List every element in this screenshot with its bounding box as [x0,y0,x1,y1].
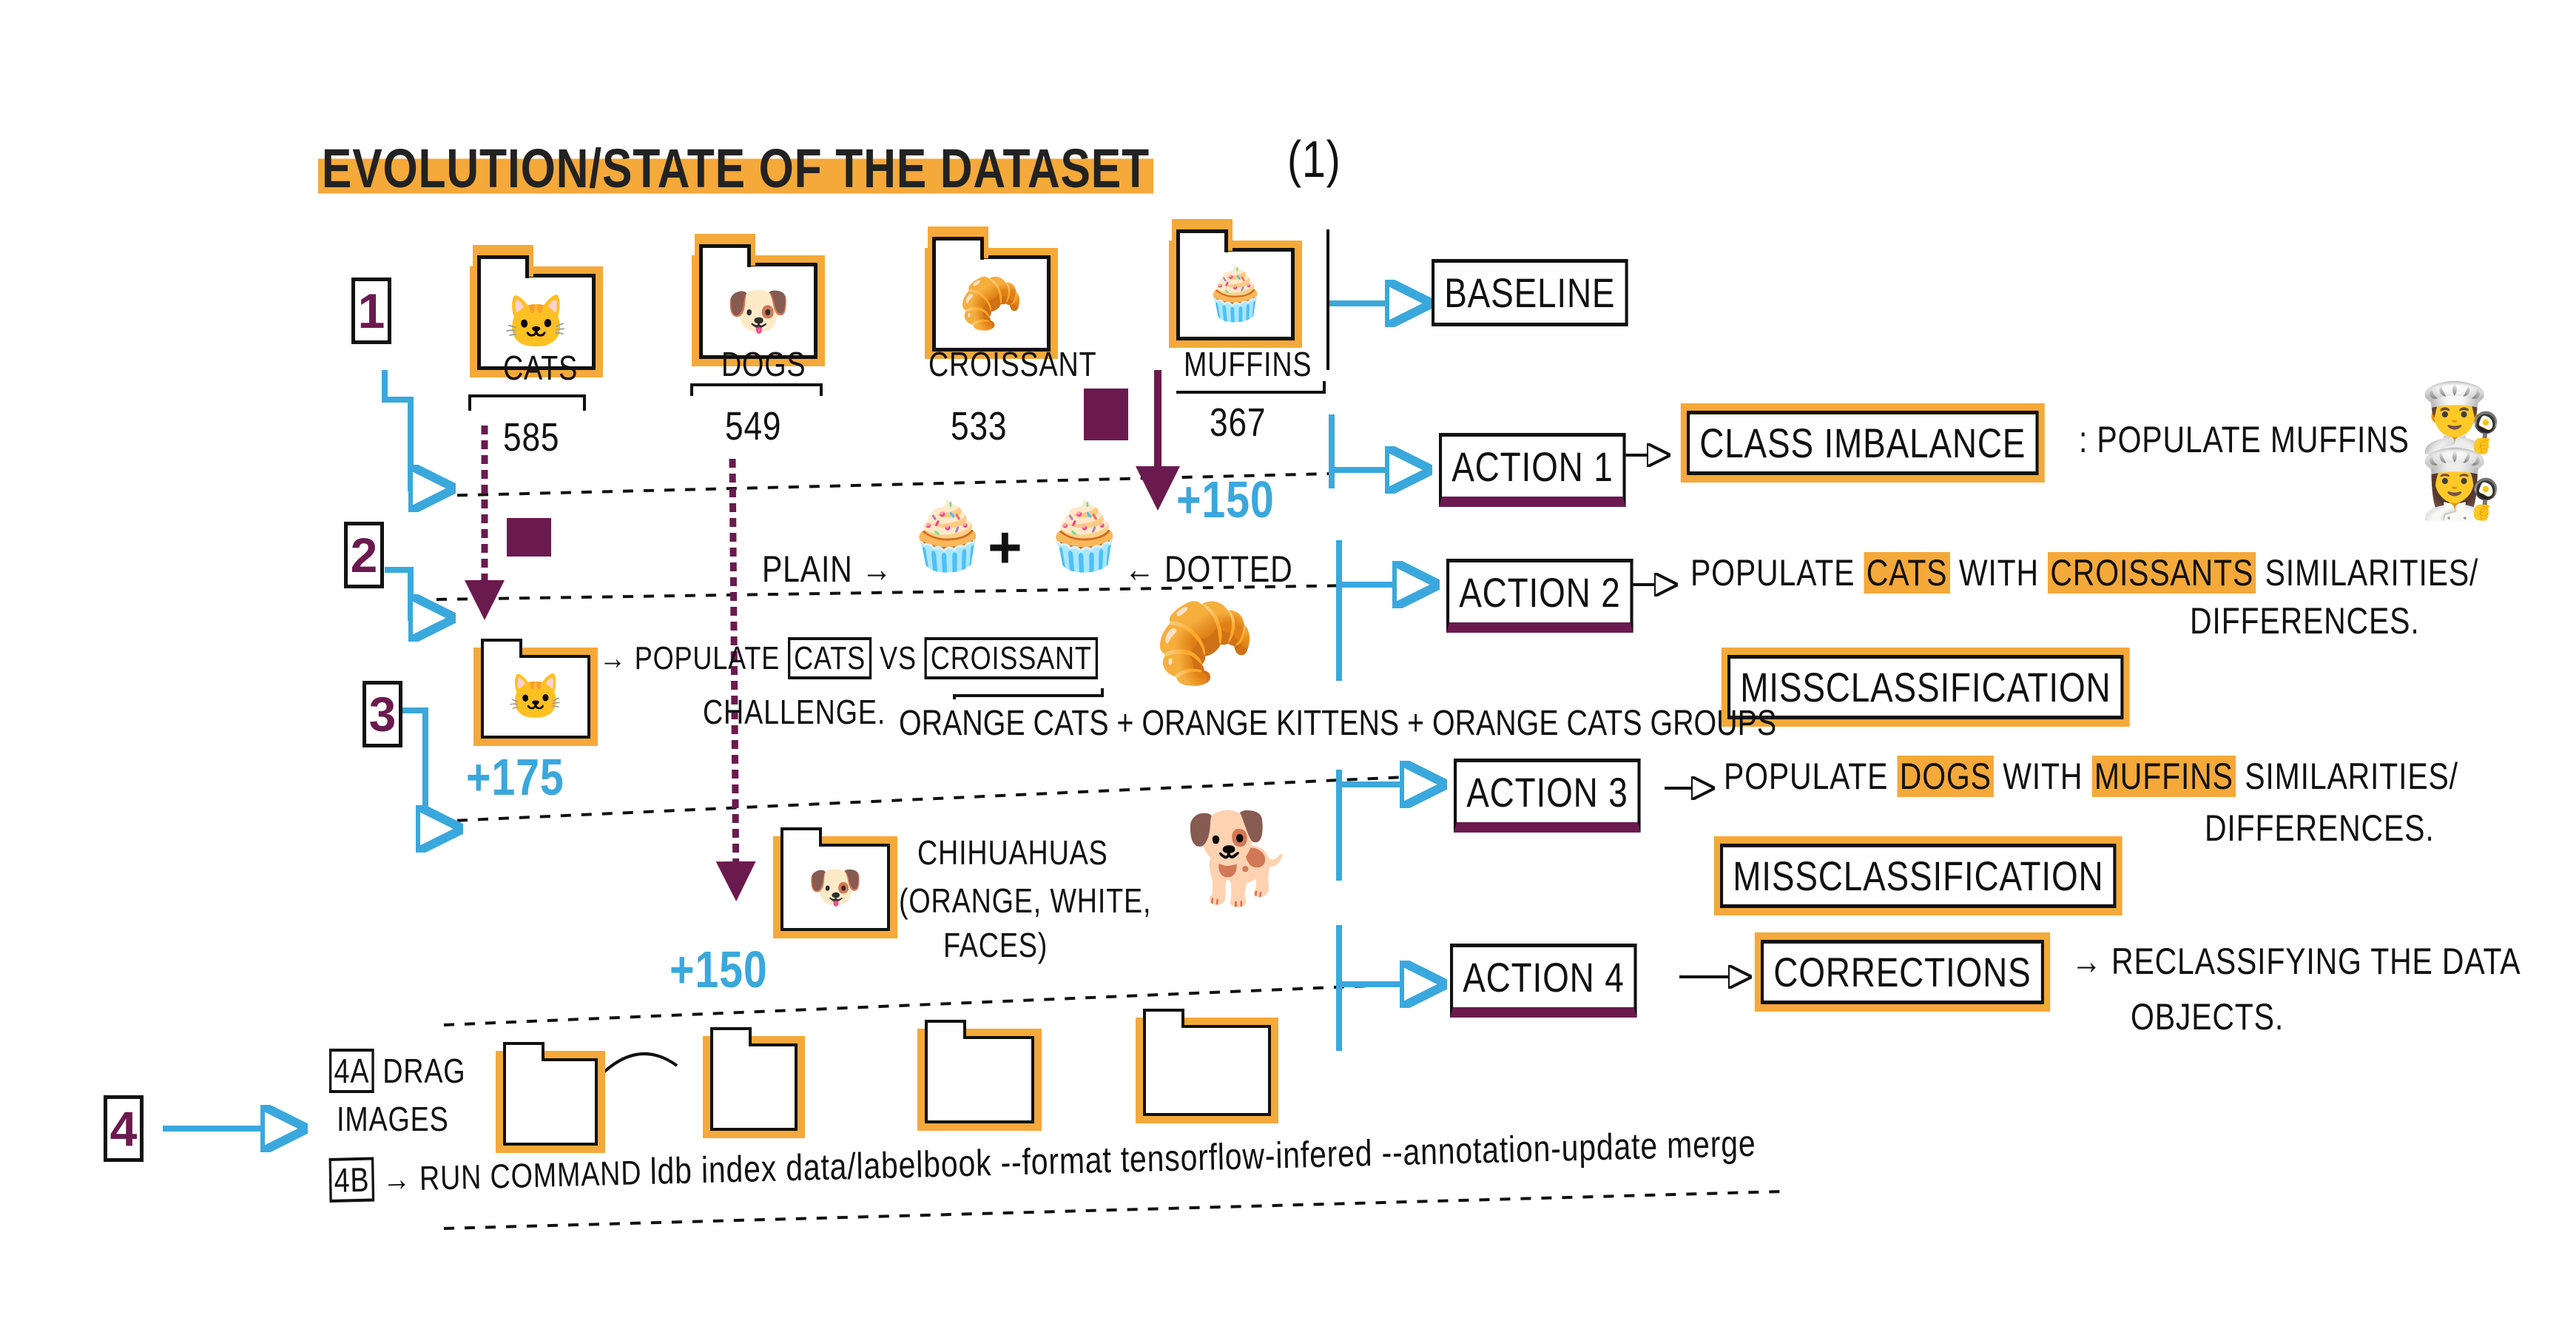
plain-muffin-icon: 🧁 [906,500,990,574]
step-2-badge: 2 [344,522,384,588]
step-1-badge: 1 [351,278,391,344]
chihuahuas-label: Chihuahuas [917,833,1108,872]
dashed-separators [436,472,1784,1230]
count-cats: 585 [503,415,560,460]
class-label-muffins: Muffins [1184,345,1312,383]
chef-characters-icon: 👨‍🍳👩‍🍳 [2419,381,2503,522]
cats-tag: Cats [787,637,872,679]
action-4-detail: → Reclassifying the data [2071,941,2521,982]
action-1-detail: : Populate Muffins [2079,419,2410,460]
text: → Run command [382,1153,642,1199]
step-4a-line2: Images [337,1100,449,1138]
highlight-muffins: Muffins [2091,756,2236,797]
class-label-croissant: Croissant [928,345,1097,383]
populate-challenge: → Populate Cats vs Croissant [599,637,1098,679]
chihuahua-muffin-icon: 🐕 [1184,809,1295,908]
plain-label: Plain → [762,548,893,590]
dotted-label: ← Dotted [1125,548,1293,590]
dotted-muffin-icon: 🧁 [1043,500,1127,574]
count-croissant: 533 [951,404,1008,448]
step-4b-tag: 4B [328,1157,375,1203]
action-3-detail-line2: Differences. [2205,807,2435,849]
action-4-detail-line2: objects. [2131,996,2285,1038]
highlight-cats: Cats [1864,552,1950,594]
action-3-missclassification-box: Missclassification [1720,844,2117,908]
croissant-icon: 🥐 [959,275,1024,332]
croissant-cat-icon: 🥐 [1154,598,1255,689]
cat-icon: 🐱 [504,293,569,351]
action-2-detail: Populate Cats with Croissants Similariti… [1690,551,2478,594]
folder-croissant: 🥐 [932,237,1051,352]
text: Populate [1690,552,1855,594]
text: Similarities/ [2245,756,2458,797]
step-4-badge: 4 [104,1095,144,1162]
text: → Populate [599,640,780,676]
text: Similarities/ [2265,552,2479,594]
text: Drag [382,1052,466,1090]
croissant-tag: Croissant [924,637,1098,679]
text: Populate [1724,756,1889,797]
highlight-dogs: Dogs [1897,756,1995,797]
empty-folder-icon [1143,1009,1271,1116]
action-4-box: Action 4 [1450,944,1637,1018]
chihuahuas-detail-line2: faces) [943,926,1048,964]
purple-folder-icon [507,518,551,557]
folder-dogs: 🐶 [699,244,817,359]
empty-folder-icon [503,1042,598,1146]
text: with [1958,552,2039,594]
purple-folder-icon [1084,389,1128,440]
baseline-box: Baseline [1432,259,1628,326]
text: vs [880,640,917,676]
action-2-detail-line2: Differences. [2190,600,2420,642]
text: with [2003,756,2083,797]
count-dogs: 549 [725,404,782,448]
muffin-icon: 🧁 [1203,265,1268,323]
action-3-detail: Populate Dogs with Muffins Similarities/ [1724,755,2458,798]
orange-cats-note: Orange cats + orange kittens + orange ca… [899,704,1777,743]
action-1-box: Action 1 [1439,433,1626,507]
corrections-box: Corrections [1761,940,2044,1004]
challenge-label: Challenge. [703,693,886,731]
cat-icon: 🐱 [508,672,564,722]
cats-plus-count: +175 [466,748,564,806]
cats-folder-icon: 🐱 [481,639,590,739]
dogs-folder-icon: 🐶 [780,827,890,931]
dogs-plus-count: +150 [670,941,768,998]
page-title-suffix: (1) [1287,130,1341,188]
count-muffins: 367 [1210,400,1267,445]
page-title-text: Evolution/State of the Dataset [321,138,1150,199]
chihuahuas-detail: (orange, white, [899,881,1152,920]
page-title: Evolution/State of the Dataset [318,137,1153,200]
highlight-croissants: Croissants [2048,552,2256,594]
folder-muffins: 🧁 [1176,229,1295,340]
class-imbalance-box: Class Imbalance [1687,411,2039,475]
step-3-badge: 3 [363,681,402,747]
class-label-cats: Cats [503,349,579,387]
step-4a: 4A Drag [329,1049,466,1093]
plus-icon: + [988,514,1022,580]
dog-icon: 🐶 [726,282,791,340]
muffins-plus-count: +150 [1176,471,1275,528]
dog-face-icon: 🐶 [807,862,863,912]
action-3-box: Action 3 [1454,759,1641,833]
step-4a-tag: 4A [329,1049,374,1093]
action-2-missclassification-box: Missclassification [1727,655,2124,719]
action-2-box: Action 2 [1446,559,1633,633]
class-label-dogs: Dogs [721,345,806,383]
folder-cats: 🐱 [477,255,596,370]
empty-folder-icon [925,1020,1034,1123]
empty-folder-icon [710,1027,798,1131]
